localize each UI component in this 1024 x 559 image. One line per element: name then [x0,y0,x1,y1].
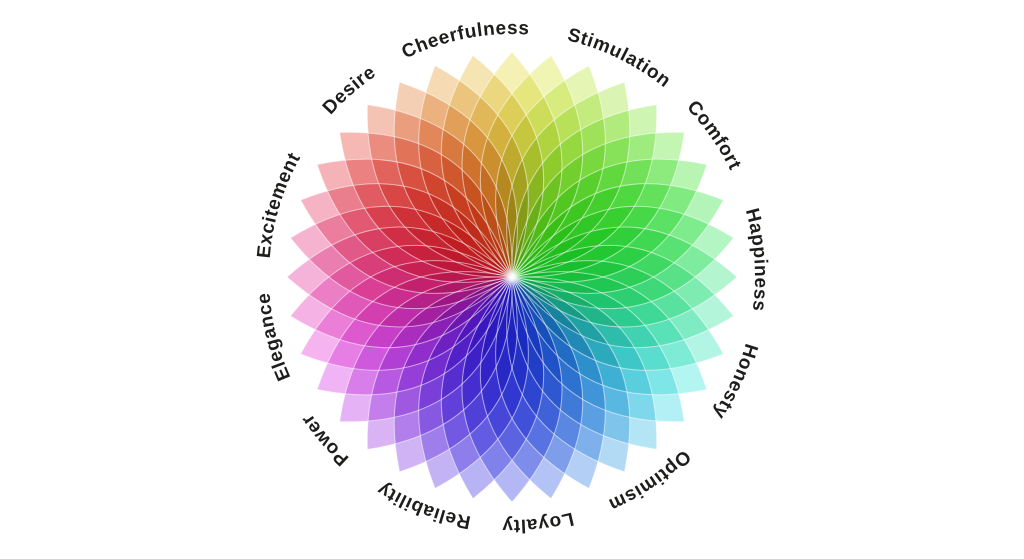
wheel-petal-outline [495,276,606,490]
emotion-label-text: Elegance [253,292,294,384]
wheel-petal-outline [495,64,606,278]
wheel-petal-outline [440,276,545,500]
wheel-petal-outline [418,276,529,490]
emotion-label-text: Loyalty [502,508,575,536]
emotion-label: Reliability [374,478,473,532]
wheel-petal-outline [339,131,513,278]
wheel-petal-outline [511,244,735,349]
wheel-petal-outline [511,276,685,423]
wheel-petal-outline [289,244,513,349]
wheel-petal-outline [366,276,513,450]
wheel-petal-outline [511,226,738,328]
emotion-label: Elegance [253,292,295,384]
wheel-petal-outline [393,276,518,473]
emotion-label-text: Happiness [741,206,771,312]
wheel-petal-outline [461,276,563,503]
petal-outline-layer [286,51,738,503]
wheel-petal-outline [511,104,658,278]
wheel-petal-outline [393,81,518,278]
wheel-petal-outline [511,276,658,450]
wheel-petal-outline [511,158,708,283]
wheel-petal-outline [339,276,513,423]
wheel-petal-outline [506,276,631,473]
petal-fill-layer [287,52,737,502]
wheel-petal-outline [479,54,584,278]
wheel-petal-outline [479,276,584,500]
emotion-label: Loyalty [502,508,576,536]
wheel-petal-outline [511,271,708,396]
wheel-petal-outline [316,271,513,396]
wheel-petal-outline [299,260,513,371]
wheel-petal-outline [511,260,725,371]
wheel-petal-outline [511,183,725,294]
wheel-petal-outline [289,205,513,310]
wheel-petal-outline [299,183,513,294]
wheel-petal [441,55,544,277]
emotion-label-text: Reliability [374,478,472,532]
wheel-petal-outline [511,205,735,310]
wheel-petal-outline [316,158,513,283]
wheel-petal-outline [418,64,529,278]
wheel-petal-outline [461,51,563,278]
wheel-petal-outline [440,54,545,278]
emotion-label: Happiness [741,206,771,312]
wheel-petal-outline [366,104,513,278]
wheel-petal-outline [511,131,685,278]
wheel-petal-outline [286,226,513,328]
wheel-petal-outline [506,81,631,278]
